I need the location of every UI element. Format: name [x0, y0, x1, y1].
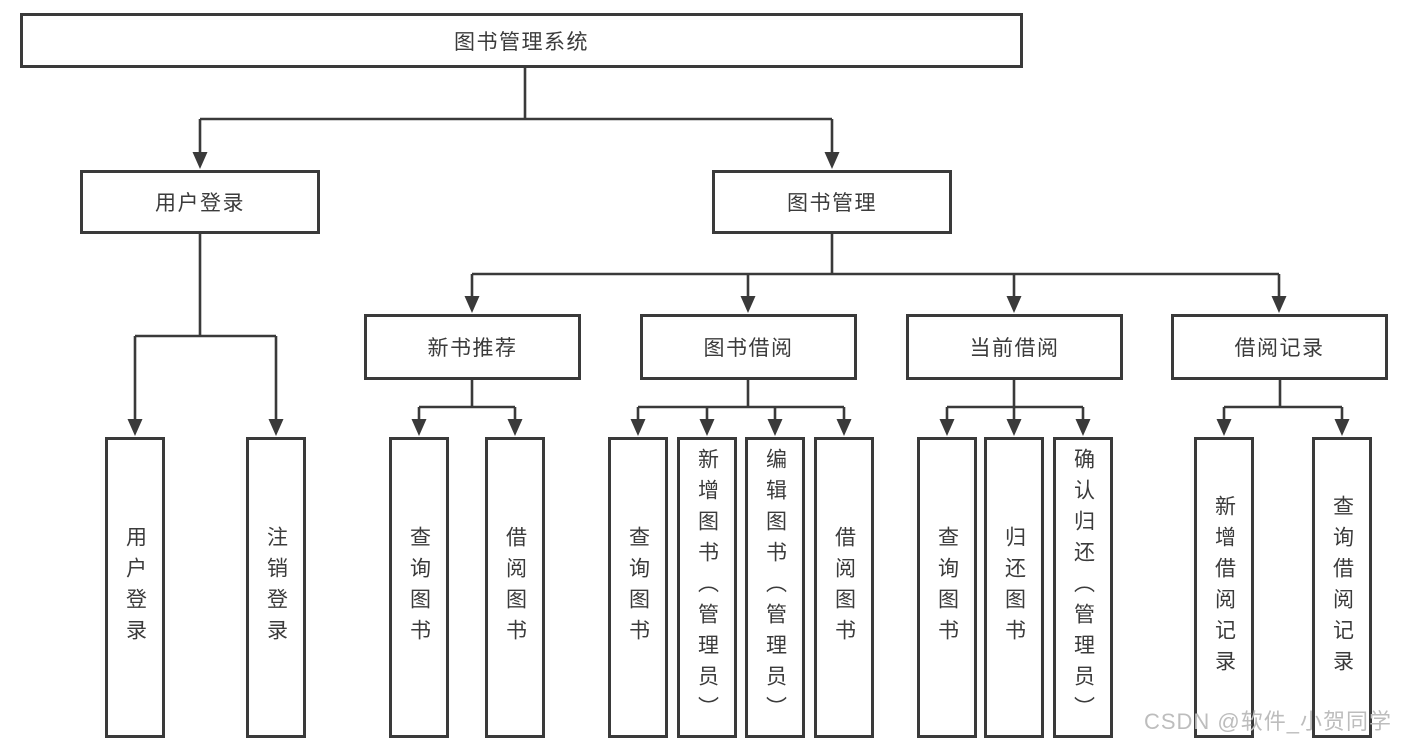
leaf-add-borrow-record: 新增借阅记录 — [1194, 437, 1254, 738]
connector-book-management-to-level3 — [470, 234, 1281, 299]
leaf-confirm-return-admin: 确认归还（管理员） — [1053, 437, 1113, 738]
leaf-logout: 注销登录 — [246, 437, 306, 738]
leaf-query-books-recommend: 查询图书 — [389, 437, 449, 738]
leaf-query-borrow-record-label: 查询借阅记录 — [1330, 494, 1354, 681]
node-book-borrow-label: 图书借阅 — [703, 337, 794, 360]
node-root-label: 图书管理系统 — [454, 30, 589, 54]
leaf-edit-book-admin: 编辑图书（管理员） — [745, 437, 805, 738]
connector-root-to-level2 — [198, 68, 834, 154]
leaf-add-book-admin-label: 新增图书（管理员） — [695, 448, 719, 727]
leaf-query-books-borrow: 查询图书 — [608, 437, 668, 738]
leaf-query-books-current-label: 查询图书 — [935, 525, 959, 650]
leaf-borrow-books-recommend-label: 借阅图书 — [503, 525, 527, 650]
leaf-add-book-admin: 新增图书（管理员） — [677, 437, 737, 738]
node-user-login: 用户登录 — [80, 170, 320, 234]
node-user-login-label: 用户登录 — [155, 192, 245, 215]
connector-borrow-records-group — [1222, 380, 1344, 421]
leaf-return-books: 归还图书 — [984, 437, 1044, 738]
node-borrow-records-label: 借阅记录 — [1234, 337, 1325, 360]
node-book-management-label: 图书管理 — [787, 192, 877, 215]
node-new-book-recommend-label: 新书推荐 — [427, 337, 518, 360]
leaf-user-login-label: 用户登录 — [123, 525, 147, 650]
node-book-borrow: 图书借阅 — [640, 314, 857, 380]
leaf-edit-book-admin-label: 编辑图书（管理员） — [763, 448, 787, 727]
node-current-borrow-label: 当前借阅 — [969, 337, 1060, 360]
leaf-query-books-recommend-label: 查询图书 — [407, 525, 431, 650]
connector-new-book-recommend-group — [417, 380, 517, 421]
leaf-logout-label: 注销登录 — [264, 525, 288, 650]
leaf-add-borrow-record-label: 新增借阅记录 — [1212, 494, 1236, 681]
leaf-borrow-books-label: 借阅图书 — [832, 525, 856, 650]
leaf-query-books-current: 查询图书 — [917, 437, 977, 738]
node-root: 图书管理系统 — [20, 13, 1023, 68]
leaf-confirm-return-admin-label: 确认归还（管理员） — [1071, 448, 1095, 727]
leaf-query-books-borrow-label: 查询图书 — [626, 525, 650, 650]
node-borrow-records: 借阅记录 — [1171, 314, 1388, 380]
csdn-watermark: CSDN @软件_小贺同学 — [1143, 709, 1392, 734]
node-book-management: 图书管理 — [712, 170, 952, 234]
connector-current-borrow-group — [945, 380, 1085, 421]
leaf-query-borrow-record: 查询借阅记录 — [1312, 437, 1372, 738]
node-current-borrow: 当前借阅 — [906, 314, 1123, 380]
leaf-borrow-books: 借阅图书 — [814, 437, 874, 738]
node-new-book-recommend: 新书推荐 — [364, 314, 581, 380]
leaf-borrow-books-recommend: 借阅图书 — [485, 437, 545, 738]
connector-user-login-group — [133, 234, 278, 421]
leaf-user-login: 用户登录 — [105, 437, 165, 738]
connector-book-borrow-group — [636, 380, 846, 421]
leaf-return-books-label: 归还图书 — [1002, 525, 1026, 650]
